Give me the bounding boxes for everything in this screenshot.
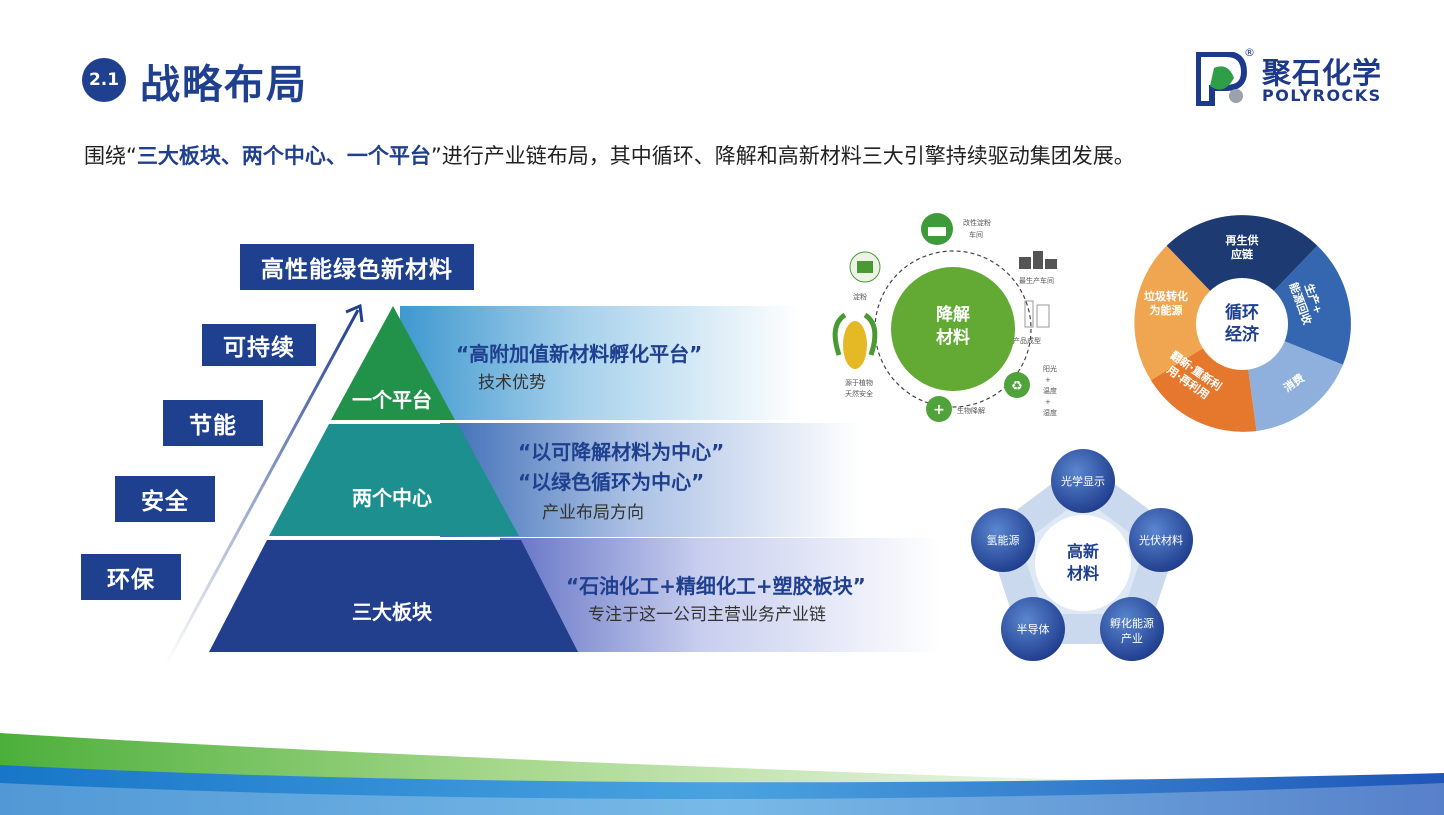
workshop-icon [1019, 251, 1057, 269]
centers-quote-cycle: “以绿色循环为中心” [518, 470, 705, 494]
starch-label: 淀粉 [853, 292, 867, 301]
segments-desc: 专注于这一公司主营业务产业链 [588, 605, 826, 625]
production-workshop: 最生产车间 [1019, 276, 1054, 285]
product-molding: 产品成型 [1013, 336, 1041, 345]
page-title: 战略布局 [140, 62, 308, 108]
node-incubate-line1: 孵化能源 [1110, 616, 1154, 630]
registered-mark: ® [1244, 46, 1255, 59]
modify-starch-line1: 改性淀粉 [963, 218, 991, 227]
svg-text:+: + [933, 402, 945, 418]
node-incubate-energy [1100, 597, 1164, 661]
env-sun: 阳光 [1043, 364, 1057, 373]
centers-quote-degradable: “以可降解材料为中心” [518, 440, 725, 464]
segments-quote: “石油化工+精细化工+塑胶板块” [566, 574, 866, 598]
node-optical-display [1051, 449, 1115, 513]
env-plus2: + [1045, 398, 1051, 406]
env-humidity: 湿度 [1043, 408, 1057, 417]
logo-text-cn: 聚石化学 [1262, 56, 1383, 90]
platform-desc: 技术优势 [478, 373, 546, 393]
step-safety: 安全 [115, 476, 215, 522]
hitech-materials-diagram: 高新 材料 光学显示 光伏材料 孵化能源 产业 半导体 氢能源 [971, 449, 1193, 661]
node-incubate-line2: 产业 [1121, 631, 1143, 645]
node-hydrogen-label: 氢能源 [987, 533, 1020, 547]
bio-degrade-icon [926, 396, 952, 422]
env-plus1: + [1045, 376, 1051, 384]
degradable-center-circle [891, 267, 1015, 391]
corn-line1: 源于植物 [845, 378, 873, 387]
waste-line2: 为能源 [1150, 303, 1183, 317]
node-semiconductor-label: 半导体 [1017, 622, 1050, 636]
modify-starch-line2: 车间 [969, 230, 983, 239]
node-optical-label: 光学显示 [1061, 474, 1105, 488]
segment-waste [1134, 245, 1242, 381]
corn-icon [832, 312, 878, 369]
centers-desc: 产业布局方向 [542, 503, 644, 523]
node-hydrogen [971, 508, 1035, 572]
node-photovoltaic-label: 光伏材料 [1139, 533, 1183, 547]
step-top-materials: 高性能绿色新材料 [240, 244, 474, 290]
pyramid-label-segments: 三大板块 [352, 600, 432, 624]
hitech-center-line2: 材料 [1067, 564, 1099, 583]
node-semiconductor [1001, 597, 1065, 661]
degradable-center-line2: 材料 [936, 327, 970, 348]
bio-degradation: 生物降解 [957, 406, 985, 415]
hitech-center-line1: 高新 [1067, 542, 1099, 561]
cycle-center-circle [1196, 278, 1288, 370]
waste-line1: 垃圾转化 [1144, 289, 1188, 303]
subtitle-prefix: 围绕“ [84, 144, 137, 168]
polyrocks-logo-icon [1196, 52, 1248, 106]
section-number: 2.1 [88, 70, 120, 90]
subtitle: 围绕“三大板块、两个中心、一个平台”进行产业链布局，其中循环、降解和高新材料三大… [84, 140, 1135, 170]
degradation-cycle-ring [874, 250, 1032, 408]
footer-wave-decoration [0, 733, 1444, 815]
degradable-materials-diagram: 降解 材料 改性淀粉 车间 最生产车间 产品成型 ♻ 阳光 + 温度 + 湿度 … [832, 213, 1057, 422]
corn-line2: 天然安全 [845, 389, 873, 398]
circular-economy-diagram: 循环 经济 再生供 应链 生产+ 能源回收 消费 翻新·重新利 用·再利用 垃圾… [1134, 215, 1351, 432]
node-photovoltaic [1129, 508, 1193, 572]
env-temp: 温度 [1043, 386, 1057, 395]
segment-supply [1166, 215, 1318, 324]
cycle-center-line1: 循环 [1225, 302, 1259, 323]
growth-arrow-icon [164, 303, 364, 665]
svg-text:♻: ♻ [1011, 379, 1023, 394]
pyramid-shape [209, 306, 578, 652]
platform-quote: “高附加值新材料孵化平台” [456, 342, 703, 366]
pyramid-label-platform: 一个平台 [352, 388, 432, 412]
subtitle-suffix: ”进行产业链布局，其中循环、降解和高新材料三大引擎持续驱动集团发展。 [430, 144, 1135, 168]
pyramid-band-middle [440, 423, 860, 537]
supply-line2: 应链 [1231, 247, 1254, 261]
step-sustainable: 可持续 [202, 324, 316, 366]
hitech-center-circle [1035, 515, 1131, 611]
product-icon [1024, 300, 1050, 328]
step-energy-saving: 节能 [163, 400, 263, 446]
logo-text-en: POLYROCKS [1262, 86, 1382, 105]
segment-recover [1242, 245, 1351, 365]
pyramid-band-top [400, 306, 800, 420]
degradable-center-line1: 降解 [936, 304, 970, 325]
subtitle-highlight: 三大板块、两个中心、一个平台 [136, 144, 431, 168]
supply-line1: 再生供 [1226, 233, 1259, 247]
pyramid-band-bottom [500, 538, 940, 652]
pyramid-label-centers: 两个中心 [352, 486, 432, 510]
cycle-center-line2: 经济 [1225, 324, 1260, 345]
section-number-badge: 2.1 [82, 58, 126, 102]
step-eco: 环保 [81, 554, 181, 600]
recycle-icon [1004, 372, 1030, 398]
